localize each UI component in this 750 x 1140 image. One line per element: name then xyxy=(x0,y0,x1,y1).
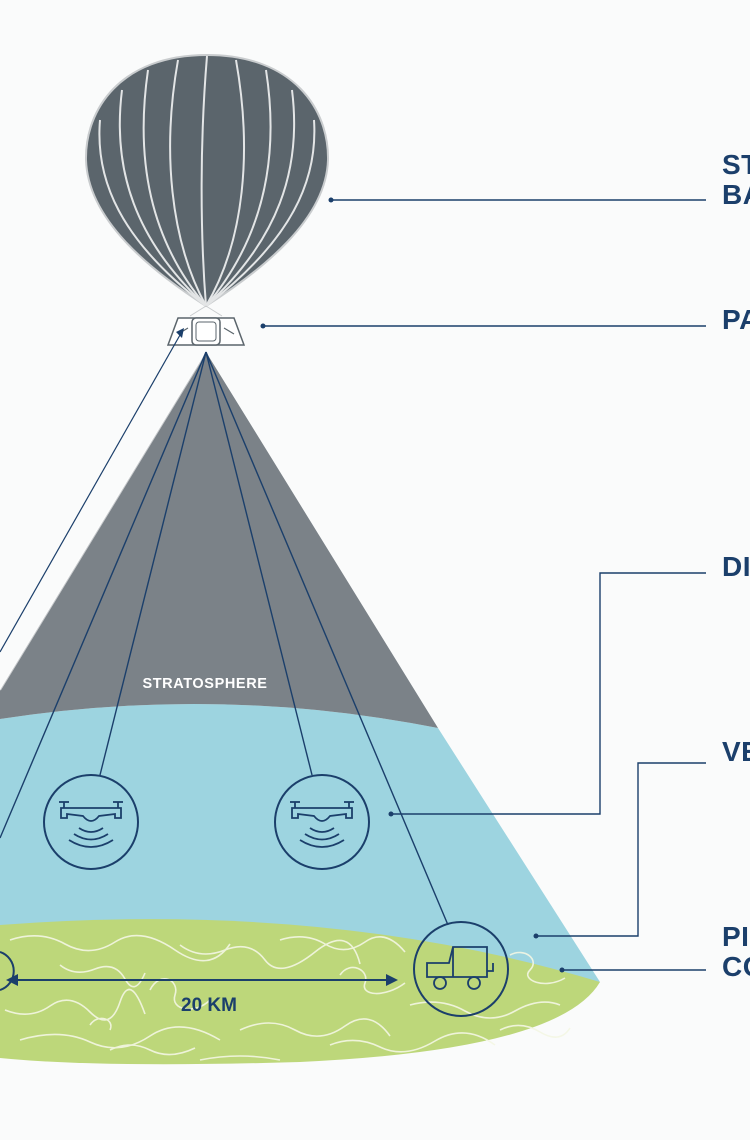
distance-label: 20 KM xyxy=(181,995,237,1016)
vehicle-icon xyxy=(413,921,509,1017)
drone-icon xyxy=(43,774,139,870)
stratosphere-label: STRATOSPHERE xyxy=(142,676,267,692)
callout-leaders xyxy=(264,199,706,971)
callout-payload: PA xyxy=(722,304,750,335)
callout-ground: PI CO xyxy=(722,921,750,982)
drone-icon xyxy=(274,774,370,870)
distance-arrow xyxy=(6,974,398,986)
balloon-icon xyxy=(84,53,330,317)
sky-layer xyxy=(0,703,600,982)
callout-balloon: ST BA xyxy=(722,149,750,210)
callout-vehicle: VE xyxy=(722,736,750,767)
stratosphere-layer xyxy=(0,352,438,728)
signal-lines xyxy=(0,351,449,926)
callout-drones: DI xyxy=(722,551,750,582)
payload-icon xyxy=(166,317,246,346)
uplink-arrow xyxy=(0,328,184,653)
